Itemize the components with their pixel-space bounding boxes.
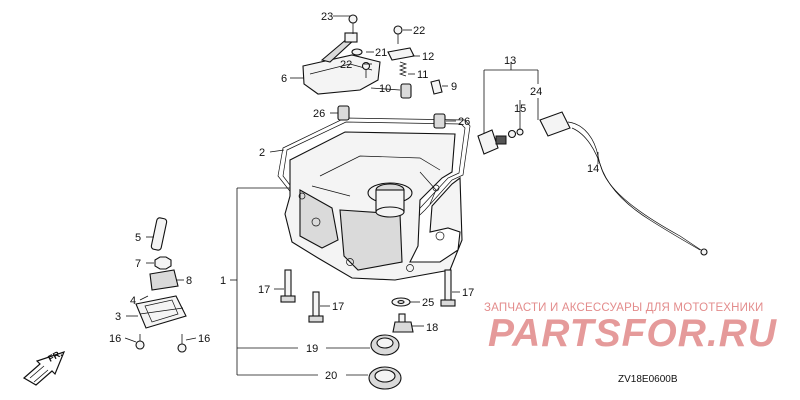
callout-25: 25 <box>422 297 434 309</box>
callout-24: 24 <box>530 86 542 98</box>
callout-12: 12 <box>422 51 434 63</box>
callout-17-c: 17 <box>462 287 474 299</box>
callout-21: 21 <box>375 47 387 59</box>
callout-3: 3 <box>115 311 121 323</box>
callout-17-b: 17 <box>332 301 344 313</box>
callout-7: 7 <box>135 258 141 270</box>
callout-26-left: 26 <box>313 108 325 120</box>
breather-cover <box>302 32 381 95</box>
callout-numbers: 1 2 3 4 5 6 7 8 9 10 11 12 13 14 15 16 1… <box>109 11 599 382</box>
callout-15: 15 <box>514 103 526 115</box>
callout-22-top: 22 <box>413 25 425 37</box>
oil-pan <box>277 117 471 281</box>
watermark-brand: PARTSFOR.RU <box>488 312 778 355</box>
callout-11: 11 <box>417 69 428 81</box>
front-direction-label: FR. <box>46 348 63 364</box>
callout-20: 20 <box>325 370 337 382</box>
callout-19: 19 <box>306 343 318 355</box>
watermark-tagline: ЗАПЧАСТИ И АКСЕССУАРЫ ДЛЯ МОТОТЕХНИКИ <box>484 302 764 314</box>
callout-9: 9 <box>451 81 457 93</box>
callout-14: 14 <box>587 163 599 175</box>
callout-2: 2 <box>259 147 265 159</box>
drain-parts <box>391 297 414 333</box>
leader-lines <box>124 15 599 376</box>
callout-8: 8 <box>186 275 192 287</box>
callout-6: 6 <box>281 73 287 85</box>
diagram-code: ZV18E0600B <box>618 374 678 385</box>
callout-23: 23 <box>321 11 333 23</box>
dipstick-parts <box>135 217 187 353</box>
callout-1: 1 <box>220 275 226 287</box>
callout-10: 10 <box>379 83 391 95</box>
callout-26-right: 26 <box>458 116 470 128</box>
callout-5: 5 <box>135 232 141 244</box>
bolts-17 <box>280 269 456 323</box>
callout-18: 18 <box>426 322 438 334</box>
callout-4: 4 <box>130 295 136 307</box>
front-direction-arrow: FR. <box>22 348 66 386</box>
callout-17-a: 17 <box>258 284 270 296</box>
callout-16-right: 16 <box>198 333 210 345</box>
callout-16-left: 16 <box>109 333 121 345</box>
small-components <box>337 14 446 129</box>
callout-13: 13 <box>504 55 516 67</box>
oil-seals <box>368 334 402 390</box>
oil-sensor-assembly <box>477 111 708 256</box>
callout-22-left: 22 <box>340 59 352 71</box>
